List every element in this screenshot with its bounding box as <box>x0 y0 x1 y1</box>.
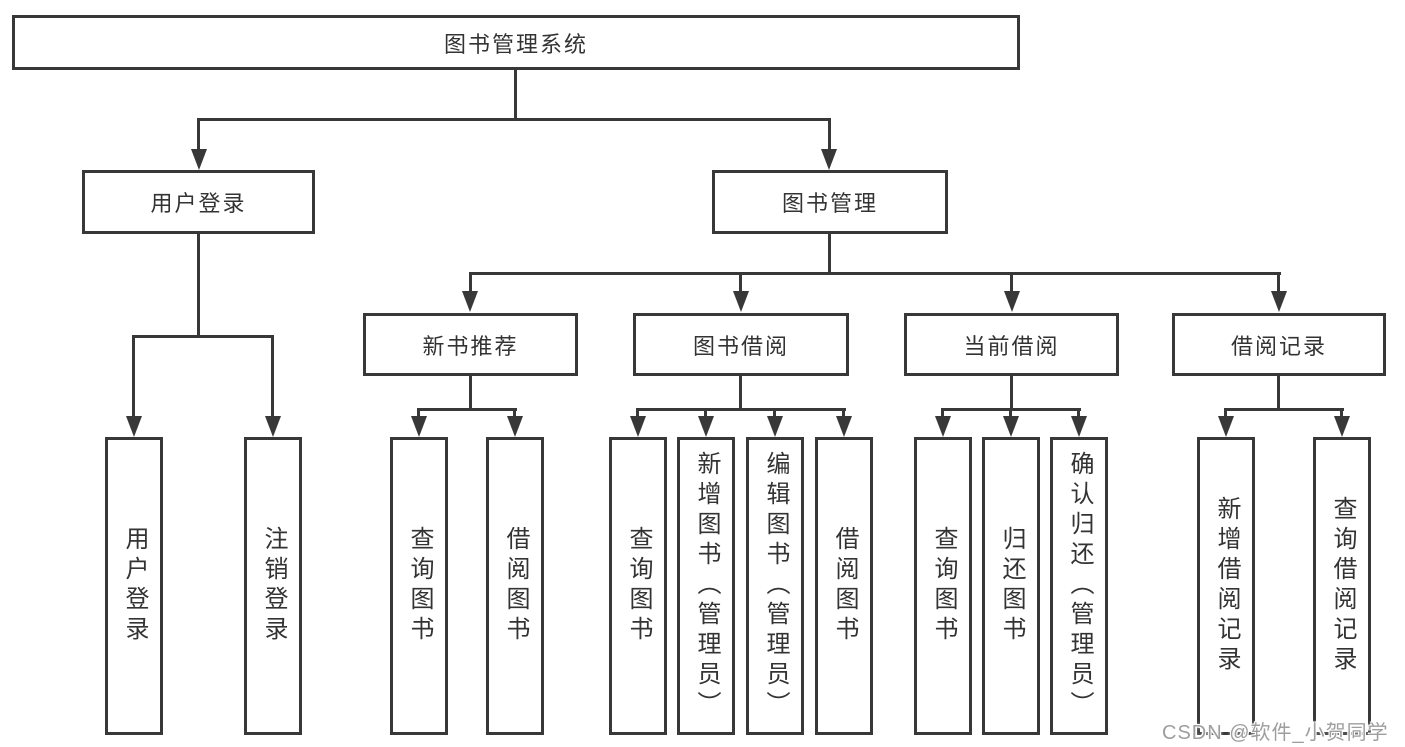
connector-line <box>1224 408 1227 418</box>
arrowhead-down <box>630 416 646 437</box>
arrowhead-down <box>935 416 951 437</box>
connector-line <box>514 68 517 120</box>
leaf-label: 查询借阅记录 <box>1329 496 1356 676</box>
leaf-borrow-books-recommend: 借阅图书 <box>486 437 544 735</box>
connector-line <box>828 233 831 274</box>
leaf-query-books-borrowing: 查询图书 <box>609 437 667 735</box>
arrowhead-down <box>1218 416 1234 437</box>
node-new-book-recommendation: 新书推荐 <box>363 313 578 376</box>
arrowhead-down <box>1271 291 1287 312</box>
connector-line <box>417 408 517 411</box>
leaf-label: 新增图书（管理员） <box>693 451 720 721</box>
node-label: 当前借阅 <box>963 333 1060 359</box>
connector-line <box>197 118 200 151</box>
connector-line <box>739 374 742 411</box>
node-book-borrowing: 图书借阅 <box>633 313 849 376</box>
arrowhead-down <box>836 416 852 437</box>
connector-line <box>513 408 516 418</box>
leaf-borrow-books: 借阅图书 <box>815 437 873 735</box>
connector-line <box>773 408 776 418</box>
leaf-user-login: 用户登录 <box>105 437 163 735</box>
leaf-label: 用户登录 <box>121 526 148 646</box>
leaf-logout: 注销登录 <box>244 437 302 735</box>
connector-line <box>132 335 135 418</box>
arrowhead-down <box>126 416 142 437</box>
arrowhead-down <box>1334 416 1350 437</box>
arrowhead-down <box>411 416 427 437</box>
leaf-label: 注销登录 <box>260 526 287 646</box>
connector-line <box>197 118 831 121</box>
leaf-label: 借阅图书 <box>831 526 858 646</box>
connector-line <box>1340 408 1343 418</box>
connector-line <box>197 233 200 338</box>
leaf-edit-book-admin: 编辑图书（管理员） <box>746 437 804 735</box>
leaf-add-book-admin: 新增图书（管理员） <box>677 437 735 735</box>
connector-line <box>132 335 274 338</box>
arrowhead-down <box>507 416 523 437</box>
leaf-label: 查询图书 <box>625 526 652 646</box>
connector-line <box>271 335 274 418</box>
arrowhead-down <box>1004 291 1020 312</box>
arrowhead-down <box>698 416 714 437</box>
node-borrowing-records: 借阅记录 <box>1172 313 1386 376</box>
arrowhead-down <box>265 416 281 437</box>
connector-line <box>739 272 742 293</box>
connector-line <box>636 408 846 411</box>
leaf-label: 归还图书 <box>998 526 1025 646</box>
node-label: 图书借阅 <box>692 333 789 359</box>
connector-line <box>1077 408 1080 418</box>
csdn-watermark: CSDN @软件_小贺同学 <box>1162 722 1389 744</box>
node-label: 用户登录 <box>150 191 247 216</box>
leaf-query-books-current: 查询图书 <box>914 437 972 735</box>
arrowhead-down <box>733 291 749 312</box>
node-label: 图书管理 <box>781 191 878 216</box>
connector-line <box>1277 272 1280 293</box>
arrowhead-down <box>1003 416 1019 437</box>
node-current-borrowing: 当前借阅 <box>904 313 1119 376</box>
node-label: 图书管理系统 <box>443 31 588 57</box>
leaf-return-book: 归还图书 <box>982 437 1040 735</box>
leaf-query-books-recommend: 查询图书 <box>390 437 448 735</box>
connector-line <box>941 408 944 418</box>
connector-line <box>828 118 831 151</box>
connector-line <box>842 408 845 418</box>
node-library-management-system: 图书管理系统 <box>12 15 1020 70</box>
connector-line <box>417 408 420 418</box>
leaf-label: 查询图书 <box>406 526 433 646</box>
leaf-label: 确认归还（管理员） <box>1066 451 1093 721</box>
connector-line <box>704 408 707 418</box>
connector-line <box>1009 408 1012 418</box>
connector-line <box>1277 374 1280 411</box>
arrowhead-down <box>767 416 783 437</box>
connector-line <box>469 374 472 411</box>
connector-line <box>469 272 472 293</box>
connector-line <box>636 408 639 418</box>
node-user-login: 用户登录 <box>82 170 315 234</box>
leaf-label: 新增借阅记录 <box>1213 496 1240 676</box>
leaf-add-borrow-record: 新增借阅记录 <box>1197 437 1255 735</box>
connector-line <box>1010 272 1013 293</box>
arrowhead-down <box>462 291 478 312</box>
arrowhead-down <box>821 149 837 170</box>
arrowhead-down <box>1071 416 1087 437</box>
leaf-label: 查询图书 <box>930 526 957 646</box>
connector-line <box>469 272 1281 275</box>
connector-line <box>1010 374 1013 411</box>
leaf-label: 借阅图书 <box>502 526 529 646</box>
node-label: 借阅记录 <box>1230 333 1327 359</box>
leaf-label: 编辑图书（管理员） <box>762 451 789 721</box>
arrowhead-down <box>191 149 207 170</box>
leaf-confirm-return-admin: 确认归还（管理员） <box>1050 437 1108 735</box>
node-label: 新书推荐 <box>422 333 519 359</box>
node-book-management: 图书管理 <box>712 170 948 234</box>
leaf-query-borrow-record: 查询借阅记录 <box>1313 437 1371 735</box>
connector-line <box>1224 408 1344 411</box>
